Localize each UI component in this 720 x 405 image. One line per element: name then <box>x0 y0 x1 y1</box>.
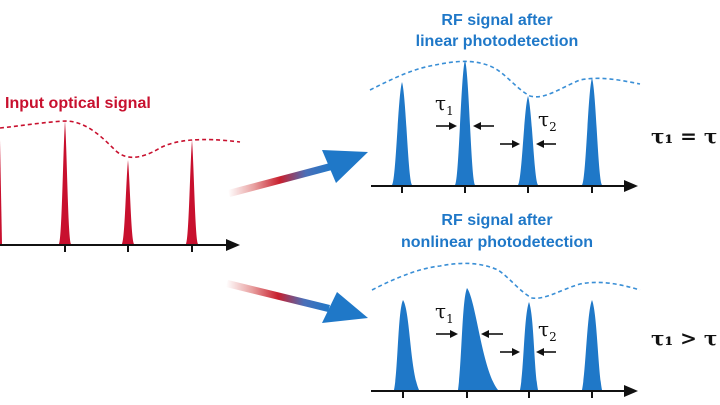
nonlinear-title-line2: nonlinear photodetection <box>401 234 593 251</box>
input-pulse <box>122 160 134 244</box>
linear-tau1-arrows-icon <box>436 122 494 130</box>
linear-title-line1: RF signal after <box>441 12 552 29</box>
input-pulse <box>186 140 198 244</box>
linear-pulse <box>392 82 412 185</box>
linear-panel: RF signal after linear photodetection τ1… <box>369 12 717 193</box>
nonlinear-axis <box>371 390 626 398</box>
nonlinear-title-line1: RF signal after <box>441 212 552 229</box>
nonlinear-pulse <box>394 300 419 390</box>
linear-title-line2: linear photodetection <box>416 33 579 50</box>
input-title: Input optical signal <box>5 95 151 112</box>
linear-relation: τ₁ = τ <box>651 124 717 148</box>
nonlinear-pulse <box>582 300 602 390</box>
linear-pulse <box>455 60 475 185</box>
nonlinear-tau2-label: τ2 <box>538 317 557 344</box>
arrow-head-icon <box>322 292 368 323</box>
linear-envelope <box>369 60 641 98</box>
nonlinear-relation: τ₁ > τ <box>651 326 717 350</box>
linear-pulse <box>582 78 602 185</box>
arrow-to-linear <box>228 150 368 197</box>
input-pulse <box>59 121 71 244</box>
nonlinear-envelope <box>371 262 641 300</box>
linear-axis-arrowhead <box>624 180 638 192</box>
arrow-head-icon <box>322 150 368 183</box>
linear-tau1-label: τ1 <box>435 91 454 118</box>
nonlinear-tau1-arrows-icon <box>436 330 503 338</box>
linear-tau2-label: τ2 <box>538 107 557 134</box>
input-axis-arrowhead <box>226 239 240 251</box>
nonlinear-pulse <box>458 288 498 390</box>
nonlinear-axis-arrowhead <box>624 385 638 397</box>
nonlinear-panel: RF signal after nonlinear photodetection… <box>371 212 717 398</box>
nonlinear-tau2-arrows-icon <box>500 348 556 356</box>
linear-pulse <box>518 96 538 185</box>
input-axis <box>0 244 230 252</box>
nonlinear-tau1-label: τ1 <box>435 299 454 326</box>
linear-pulses <box>392 60 602 185</box>
arrow-to-nonlinear <box>226 280 368 323</box>
input-signal-panel: Input optical signal <box>0 95 241 252</box>
linear-tau2-arrows-icon <box>500 140 556 148</box>
input-pulse <box>0 140 2 244</box>
input-envelope <box>0 120 241 159</box>
linear-axis <box>371 185 626 193</box>
nonlinear-pulses <box>394 288 602 390</box>
input-pulses <box>0 121 198 244</box>
nonlinear-pulse <box>520 302 538 390</box>
